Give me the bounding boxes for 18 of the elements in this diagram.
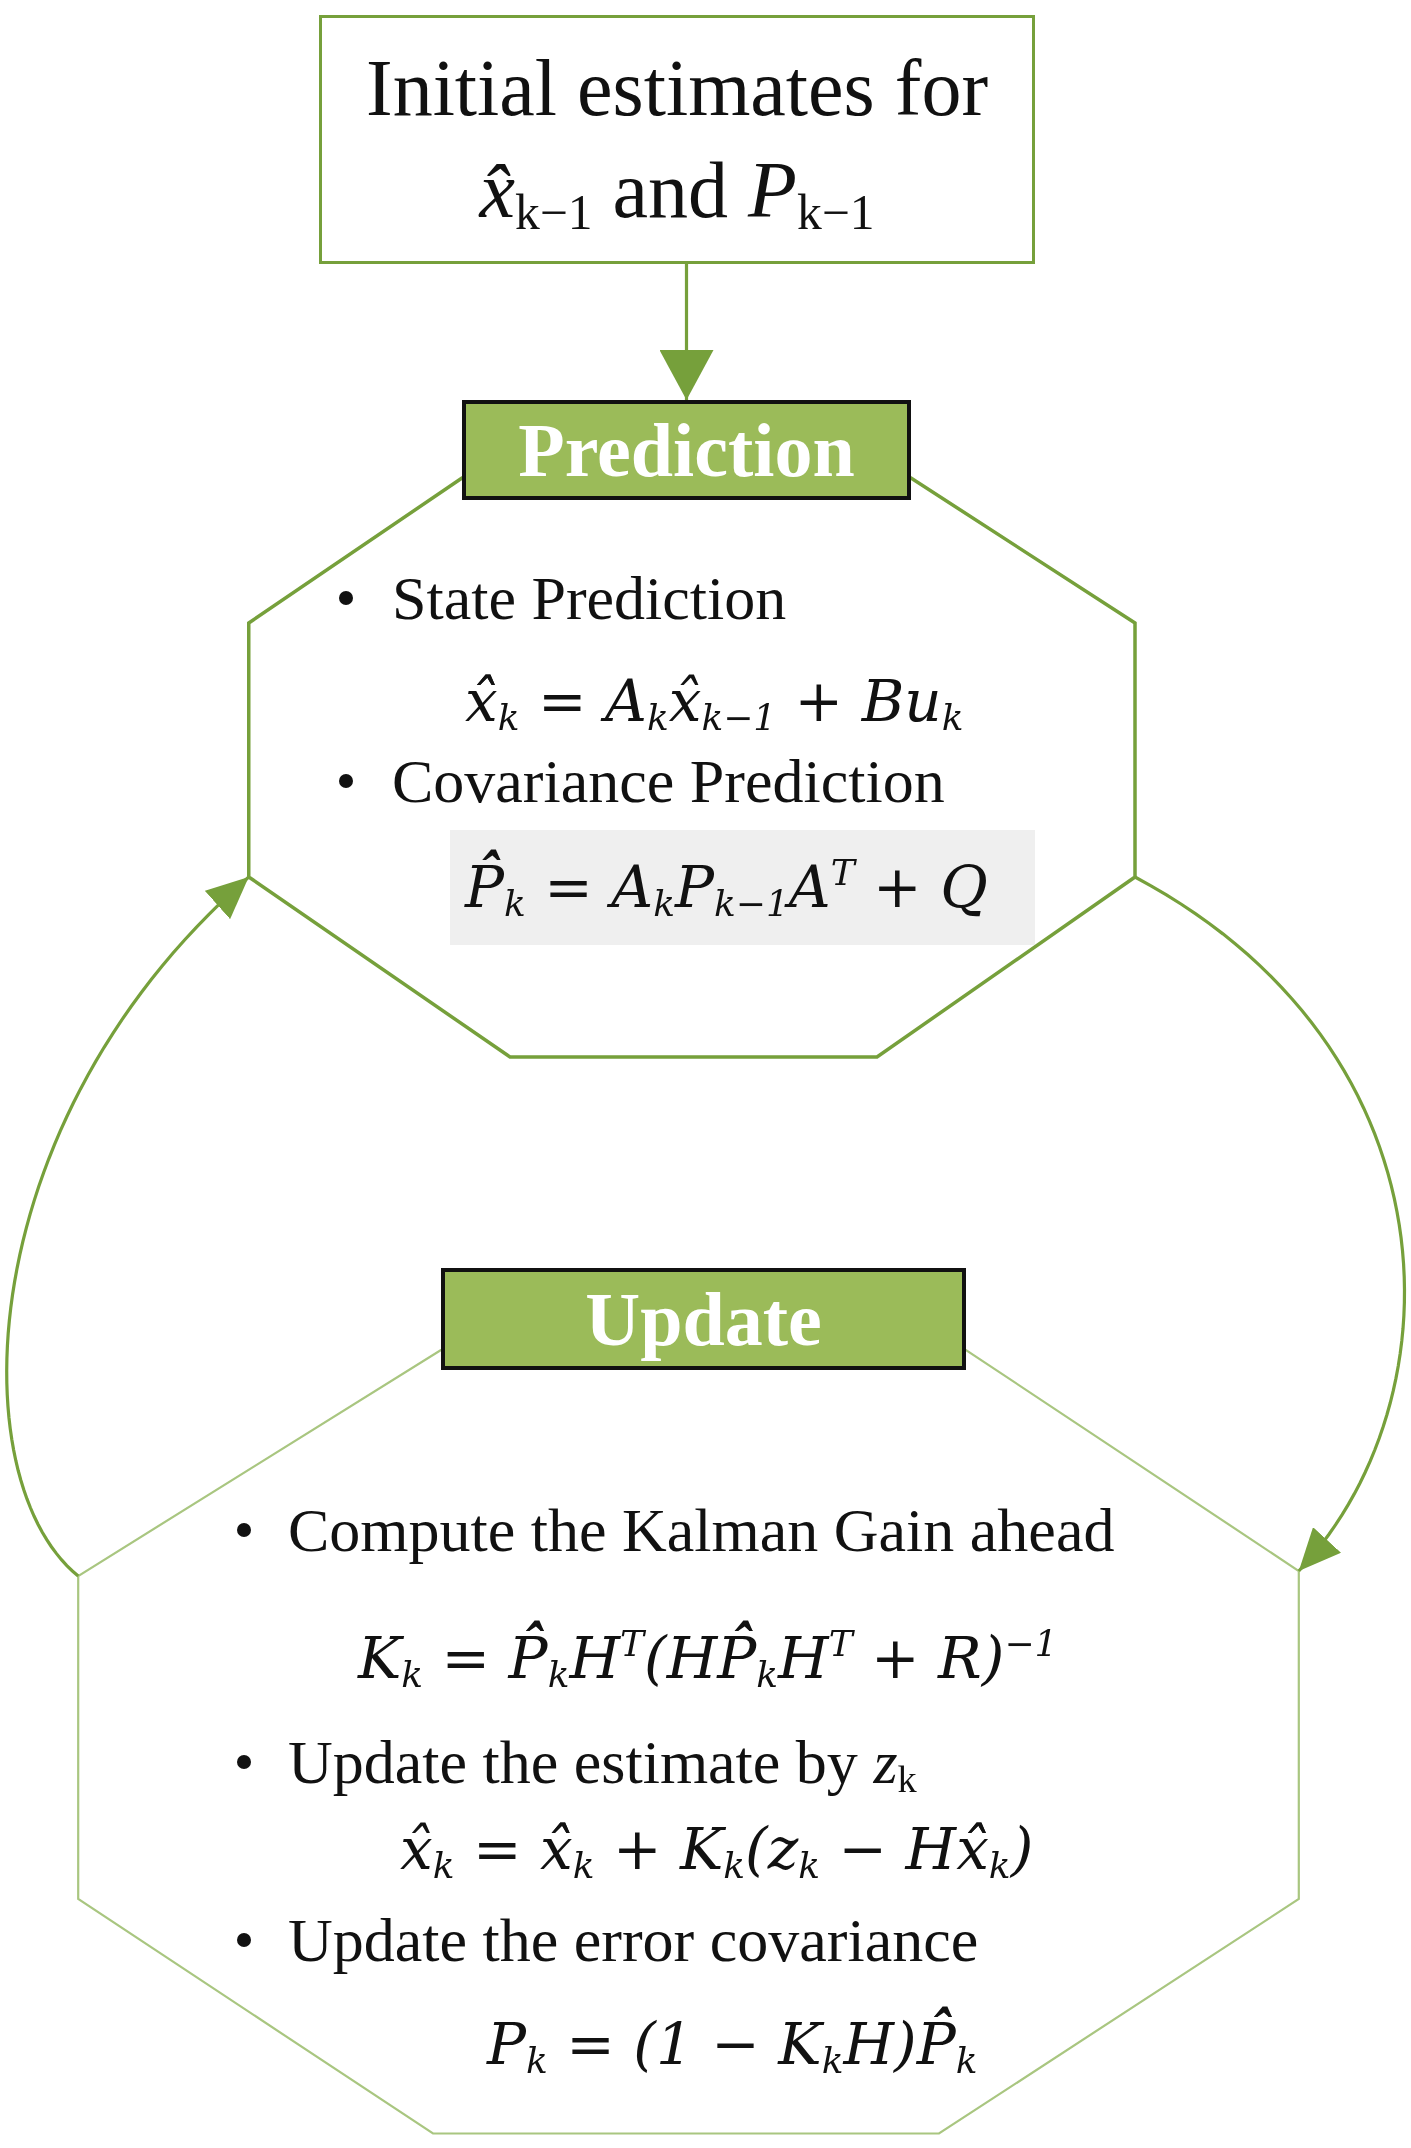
list-item-text: Compute the Kalman Gain ahead — [288, 1494, 1115, 1566]
equation: x̂$_{k}$ = x̂̂$_{k}$ + K$_{k}$(z$_{k}$ − Hx̂̂$_{k}$) — [400, 1813, 1034, 1888]
node-label: Initial estimates for x̂$_{k−1}$ and P$_{k−1}$ — [365, 42, 989, 242]
section-header — [441, 1268, 966, 1370]
list-item-text: State Prediction — [392, 562, 787, 634]
curved-arrow — [1134, 875, 1407, 1573]
highlighted-equation: P̂̂$_{k}$ = A$_{k}$P$_{k−1}$A$^{T}$ + Q — [450, 830, 1035, 945]
list-item-text: Update the estimate by z$_{k}$ — [288, 1726, 917, 1800]
equation: K$_{k}$ = P̂̂$_{k}$H$^{T}$(HP̂̂$_{k}$H$^{T}$ + R)$^{−1}$ — [358, 1619, 1058, 1697]
arrow — [659, 264, 714, 400]
list-item-text: Covariance Prediction — [392, 745, 945, 817]
equation: P$_{k}$ = (1 − K$_{k}$H)P̂̂$_{k}$ — [487, 2001, 978, 2087]
equation: x̂̂$_{k}$ = A$_{k}$x̂$_{k−1}$ + Bu$_{k}$ — [465, 665, 964, 740]
process-box — [319, 15, 1035, 264]
section-title: Prediction — [518, 412, 855, 488]
curved-arrow — [5, 875, 250, 1578]
section-header — [462, 400, 911, 500]
list-item-text: Update the error covariance — [288, 1904, 979, 1976]
